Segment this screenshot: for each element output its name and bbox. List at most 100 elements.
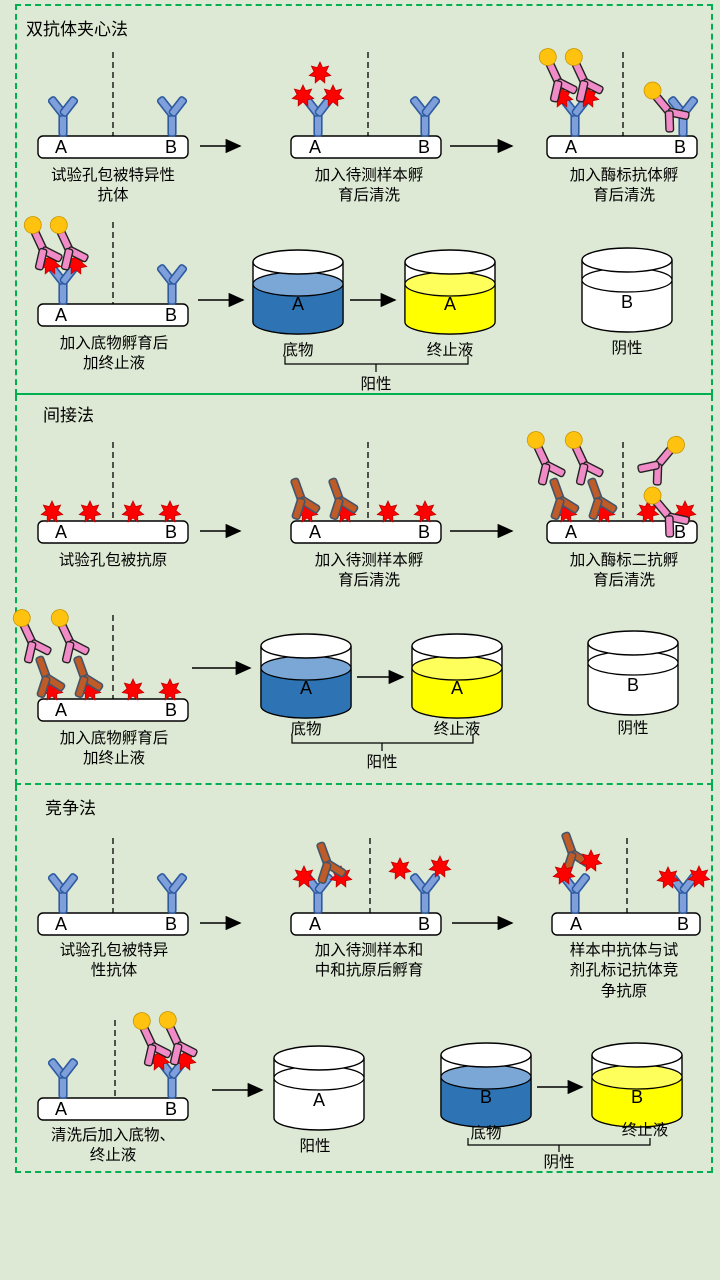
substrate-well [441,1043,531,1127]
well-b-label: B [165,914,177,934]
well-b-label: B [627,675,639,695]
red-star-icon [158,500,182,523]
well-a-label: A [300,678,312,698]
blue-antibody-icon [155,95,189,137]
substrate-well [261,634,351,718]
well-a-label: A [55,522,67,542]
red-star-icon [579,849,603,872]
microplate-strip [290,135,442,159]
microplate-strip [37,1097,189,1121]
section-competitive-box [15,785,713,1173]
well-a-label: A [292,294,304,314]
well-b-label: B [677,914,689,934]
microplate-strip [546,135,698,159]
substrate-label: 底物 [282,342,314,359]
caption-competitive-step1: 试验孔包被特异性抗体 [59,942,169,980]
well-b-label: B [165,305,177,325]
caption-sandwich-step4: 加入底物孵育后加终止液 [59,335,169,373]
well-b-label: B [165,137,177,157]
negative-well [588,631,678,715]
well-a-label: A [309,914,321,934]
red-star-icon [388,857,412,880]
well-b-label: B [418,137,430,157]
caption-sandwich-step1: 试验孔包被特异性抗体 [50,167,175,205]
well-a-label: A [55,1099,67,1119]
well-b-label: B [418,914,430,934]
sandwich-row1: A B A B A B [37,43,700,159]
well-b-label: B [418,522,430,542]
red-star-icon [376,500,400,523]
well-a-label: A [313,1090,325,1110]
stop-solution-well [592,1043,682,1127]
blue-antibody-icon [408,872,442,914]
well-a-label: A [565,137,577,157]
microplate-strip [290,520,442,544]
caption-competitive-step4: 清洗后加入底物、终止液 [50,1127,175,1165]
stop-solution-well [405,250,495,334]
red-star-icon [121,500,145,523]
competitive-row2: A B A B B [37,1006,682,1152]
caption-indirect-step4: 加入底物孵育后加终止液 [59,730,169,768]
red-star-icon [413,500,437,523]
stop-solution-label: 终止液 [433,721,481,738]
negative-label: 阴性 [611,340,643,357]
microplate-strip [290,912,442,936]
microplate-strip [37,912,189,936]
indirect-row2: A B A A B [3,604,678,751]
well-b-label: B [165,700,177,720]
well-a-label: A [55,914,67,934]
well-a-label: A [570,914,582,934]
well-a-label: A [565,522,577,542]
well-b-label: B [631,1087,643,1107]
microplate-strip [37,520,189,544]
blue-antibody-icon [46,95,80,137]
indirect-row1: A B A B A B [37,426,698,544]
microplate-strip [546,520,698,544]
microplate-strip [37,698,189,722]
red-star-icon [40,500,64,523]
well-a-label: A [55,137,67,157]
stop-solution-well [412,634,502,718]
well-a-label: A [444,294,456,314]
pink-antibody-with-enzyme-icon [555,426,605,488]
red-star-icon [78,500,102,523]
competitive-row1: A B A B A B [37,826,711,936]
section-competitive-title: 竞争法 [45,799,96,818]
positive-well [274,1046,364,1130]
red-star-icon [158,678,182,701]
pink-antibody-with-enzyme-icon [634,428,692,489]
positive-label: 阳性 [366,754,398,771]
well-b-label: B [480,1087,492,1107]
well-b-label: B [165,522,177,542]
blue-antibody-icon [155,872,189,914]
well-b-label: B [674,522,686,542]
red-star-icon [308,61,332,84]
blue-antibody-icon [46,872,80,914]
microplate-strip [551,912,701,936]
substrate-label: 底物 [290,721,322,738]
pink-antibody-with-enzyme-icon [41,604,91,666]
pink-antibody-with-enzyme-icon [3,604,53,666]
caption-sandwich-step2: 加入待测样本孵育后清洗 [314,167,424,205]
red-star-icon [121,678,145,701]
substrate-label: 底物 [470,1125,502,1142]
well-a-label: A [55,700,67,720]
caption-indirect-step1: 试验孔包被抗原 [58,552,168,569]
section-sandwich-title: 双抗体夹心法 [26,20,128,39]
negative-well [582,248,672,332]
well-a-label: A [309,137,321,157]
well-b-label: B [165,1099,177,1119]
section-indirect-title: 间接法 [43,406,94,425]
blue-antibody-icon [46,1057,80,1099]
substrate-well [253,250,343,334]
negative-label: 阴性 [543,1154,575,1171]
well-b-label: B [621,292,633,312]
caption-competitive-step3: 样本中抗体与试剂孔标记抗体竞争抗原 [569,942,679,1000]
positive-bracket [284,356,469,372]
positive-label: 阳性 [360,376,392,393]
positive-label: 阳性 [299,1138,331,1155]
positive-bracket [291,735,474,751]
pink-antibody-with-enzyme-icon [517,426,567,488]
